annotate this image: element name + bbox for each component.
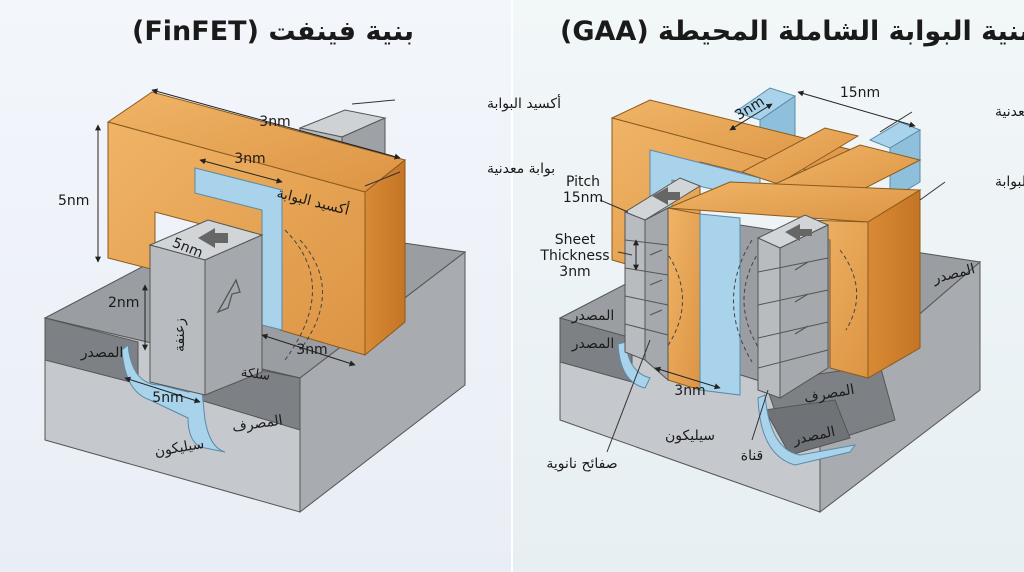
gaa-oxide-trench-right: [757, 394, 857, 466]
gaa-nanosheet-stack-right: [756, 214, 830, 399]
finfet-label-fin: زعنفة: [172, 318, 188, 352]
gaa-nanosheet-stack-left: [623, 177, 702, 382]
gaa-label-gate-oxide: أكسيد البوابة: [995, 172, 1024, 190]
gaa-label-source-left-2: المصدر: [571, 336, 615, 352]
gaa-gate-right-face: [867, 189, 921, 379]
gaa-gate-cross-top: [740, 127, 860, 185]
finfet-dim-right: 3nm: [296, 342, 327, 358]
gaa-gate-front-face: [667, 207, 701, 391]
finfet-dim-bottom: 5nm: [152, 390, 183, 406]
gaa-label-channel: قناة: [741, 448, 764, 464]
gaa-oxide-trench-left: [617, 341, 651, 389]
gaa-dim-15nm: 15nm: [840, 85, 880, 101]
gaa-label-metal-gate: بوابة معدنية: [995, 104, 1024, 120]
gaa-label-source-left-1: المصدر: [571, 308, 615, 324]
gaa-structure: 3nm 15nm بوابة معدنية أكسيد البوابة Pitc…: [539, 85, 1024, 514]
finfet-title: بنية فينفت (FinFET): [132, 16, 415, 47]
finfet-label-source: المصدر: [80, 345, 124, 361]
finfet-dim-height: 5nm: [58, 193, 89, 209]
gaa-label-pitch-value: 15nm: [563, 190, 603, 206]
finfet-label-metal-gate: بوابة معدنية: [487, 161, 555, 177]
gaa-label-sheet-value: 3nm: [559, 264, 590, 280]
gaa-label-sheet: Sheet: [555, 232, 596, 248]
finfet-label-gate-oxide: أكسيد البوابة: [487, 94, 561, 112]
finfet-structure: أكسيد البوابة بوابة معدنية أكسيد البوابة…: [43, 88, 561, 514]
gaa-title: بنية البوابة الشاملة المحيطة (GAA): [560, 16, 1024, 47]
finfet-substrate-side: [299, 250, 466, 514]
gaa-label-silicon: سيليكون: [665, 428, 715, 444]
finfet-label-channel: سلكة: [240, 365, 271, 384]
finfet-gate-side: [364, 158, 406, 357]
finfet-label-drain: المصرف: [231, 413, 283, 436]
finfet-dim-oxide: 3nm: [234, 151, 265, 167]
gaa-substrate-side: [819, 260, 981, 514]
finfet-dim-2nm: 2nm: [108, 295, 139, 311]
gaa-label-thickness: Thickness: [539, 248, 609, 264]
finfet-dim-gate-length: 3nm: [259, 114, 290, 130]
panel-divider: [511, 0, 513, 572]
gaa-dim-bottom: 3nm: [674, 383, 705, 399]
finfet-fin-side: [204, 234, 263, 396]
gaa-source-bottom-block: [764, 399, 851, 456]
finfet-arrow-top: [198, 228, 228, 248]
gaa-label-nanosheets: صفائح نانوية: [546, 456, 617, 472]
finfet-arrow-side: [216, 278, 241, 314]
gaa-label-pitch: Pitch: [566, 174, 600, 190]
gaa-gate-inner-lining: [699, 213, 741, 396]
